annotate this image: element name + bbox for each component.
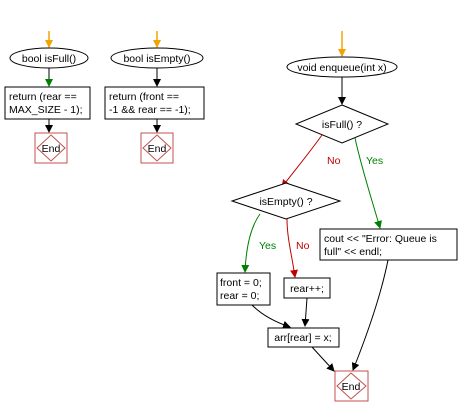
isempty-start-label: bool isEmpty() — [123, 53, 190, 65]
no-arrow-to-isempty — [281, 134, 323, 188]
isempty-flow: bool isEmpty() return (front == -1 && re… — [104, 31, 205, 164]
isempty-end-label: End — [148, 143, 167, 155]
no-label-2: No — [296, 240, 310, 252]
isfull-end-label: End — [42, 143, 61, 155]
init-line1: front = 0; — [220, 277, 262, 289]
enqueue-end-label: End — [342, 381, 361, 393]
isempty-decision — [230, 182, 342, 220]
yes-arrow-to-init — [241, 213, 261, 273]
isfull-return-box — [4, 86, 91, 120]
init-box — [216, 272, 271, 306]
isfull-flow: bool isFull() return (rear == MAX_SIZE -… — [4, 31, 91, 164]
isempty-return-line2: -1 && rear == -1); — [109, 104, 191, 116]
init-line2: rear = 0; — [220, 290, 259, 302]
isempty-return-box — [104, 86, 205, 120]
isempty-end-diamond — [142, 134, 172, 162]
init-arrow-to-assign — [251, 304, 291, 329]
isfull-decision — [294, 104, 390, 144]
enqueue-end-diamond — [336, 372, 367, 400]
yes-label-1: Yes — [366, 155, 383, 167]
isfull-decision-label: isFull() ? — [322, 119, 362, 131]
isempty-decision-label: isEmpty() ? — [259, 196, 312, 208]
assign-box — [267, 327, 340, 348]
error-output-line1: cout << "Error: Queue is — [324, 233, 437, 245]
isempty-return-line1: return (front == — [109, 91, 179, 103]
yes-label-2: Yes — [259, 240, 276, 252]
isfull-return-line1: return (rear == — [9, 91, 77, 103]
isfull-start-label: bool isFull() — [22, 53, 76, 65]
no-arrow-to-rear-inc — [286, 218, 298, 278]
enqueue-flow: void enqueue(int x) isFull() ? No Yes is… — [216, 31, 458, 402]
enqueue-end-node — [334, 370, 369, 402]
error-output-line2: full" << endl; — [324, 246, 382, 258]
isfull-return-line2: MAX_SIZE - 1); — [9, 104, 83, 116]
yes-arrow-to-error — [354, 137, 382, 229]
isfull-end-node — [34, 132, 68, 164]
assign-label: arr[rear] = x; — [274, 332, 331, 344]
rear-inc-arrow-to-assign — [301, 297, 310, 327]
rear-inc-label: rear++; — [290, 283, 324, 295]
no-label-1: No — [327, 155, 341, 167]
enqueue-start-label: void enqueue(int x) — [297, 62, 386, 74]
assign-arrow-to-end — [311, 346, 335, 372]
error-output-box — [319, 228, 458, 261]
isfull-end-diamond — [36, 134, 66, 162]
error-arrow-to-end — [351, 259, 389, 371]
isempty-end-node — [140, 132, 174, 164]
